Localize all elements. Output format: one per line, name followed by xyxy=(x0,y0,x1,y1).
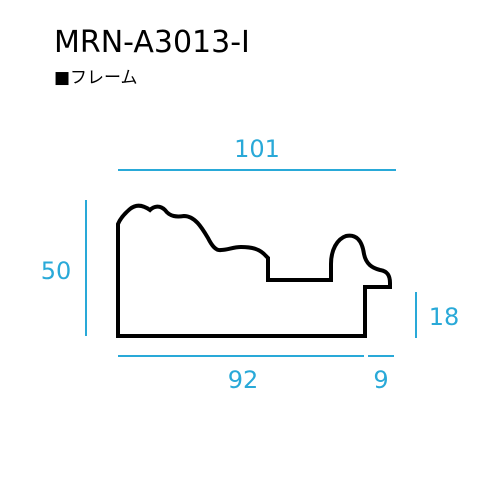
product-category: ■フレーム xyxy=(54,68,138,88)
frame-profile-outline xyxy=(116,203,392,338)
overall-width-label: 101 xyxy=(234,135,280,163)
height-label: 50 xyxy=(41,257,72,285)
rebate-height-label: 18 xyxy=(429,303,460,331)
model-number: MRN-A3013-I xyxy=(54,25,250,60)
base-width-label: 92 xyxy=(228,366,259,394)
rebate-width-label: 9 xyxy=(373,366,388,394)
